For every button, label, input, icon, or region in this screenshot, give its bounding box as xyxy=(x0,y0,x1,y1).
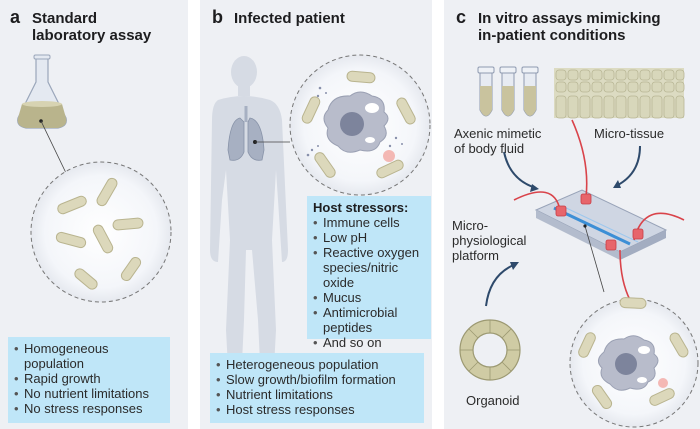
bacteria-group xyxy=(55,177,144,290)
list-item: And so on xyxy=(313,335,425,350)
panel-letter: a xyxy=(10,7,21,27)
flask-icon xyxy=(17,54,67,129)
list-item: Homogeneous population xyxy=(14,341,164,371)
organoid-icon xyxy=(459,319,521,381)
list-item: Mucus xyxy=(313,290,425,305)
damage-icon xyxy=(658,378,668,388)
arrow-head-icon xyxy=(613,180,621,188)
host-stressors-header: Host stressors: xyxy=(313,200,409,215)
panel-c-in-vitro-assays: c In vitro assays mimicking in-patient c… xyxy=(444,0,700,429)
panel-a-title: a Standard laboratory assay xyxy=(10,7,152,44)
panel-b-title: b Infected patient xyxy=(212,7,345,27)
list-item: Immune cells xyxy=(313,215,425,230)
list-item: Rapid growth xyxy=(14,371,164,386)
ports xyxy=(555,193,644,251)
damage-icon xyxy=(383,150,395,162)
bacteria-group xyxy=(301,70,416,179)
bacteria-group xyxy=(578,297,689,410)
arrow-head-icon xyxy=(530,184,539,192)
panel-b-illustration xyxy=(210,54,431,405)
list-item: No nutrient limitations xyxy=(14,386,164,401)
panel-a-illustration xyxy=(17,54,172,303)
list-item: Nutrient limitations xyxy=(216,387,418,402)
list-item: Low pH xyxy=(313,230,425,245)
organoid-label: Organoid xyxy=(466,393,520,408)
panel-letter: b xyxy=(212,7,223,27)
panel-c-title: c In vitro assays mimicking in-patient c… xyxy=(456,7,661,44)
list-item: No stress responses xyxy=(14,401,164,416)
micro-tissue-label: Micro-tissue xyxy=(594,126,665,141)
panel-b-characteristics: Heterogeneous population Slow growth/bio… xyxy=(210,353,424,423)
callout-line xyxy=(40,120,67,174)
arrow-head-icon xyxy=(510,262,519,270)
particles xyxy=(306,86,403,157)
lungs-icon xyxy=(227,106,265,161)
test-tubes-icon xyxy=(477,66,539,117)
panel-b-infected-patient: b Infected patient xyxy=(200,0,432,429)
list-item: Heterogeneous population xyxy=(216,357,418,372)
panel-letter: c xyxy=(456,7,467,27)
panel-a-characteristics: Homogeneous population Rapid growth No n… xyxy=(8,337,170,423)
host-stressors-box: Host stressors: Immune cells Low pH Reac… xyxy=(307,196,431,350)
list-item: Reactive oxygen species/nitric oxide xyxy=(313,245,425,290)
list-item: Slow growth/biofilm formation xyxy=(216,372,418,387)
microphysiological-chip-icon xyxy=(534,189,668,260)
human-silhouette-icon xyxy=(210,56,288,405)
platform-label: Micro-physiological platform xyxy=(452,218,527,263)
panel-c-illustration xyxy=(459,66,699,428)
macrophage-icon xyxy=(598,335,659,391)
list-item: Host stress responses xyxy=(216,402,418,417)
axenic-label: Axenic mimetic of body fluid xyxy=(454,126,542,156)
macrophage-icon xyxy=(323,91,389,153)
micro-tissue-icon xyxy=(554,68,685,119)
list-item: Antimicrobial peptides xyxy=(313,305,425,335)
callout-line xyxy=(584,225,605,293)
panel-a-standard-assay: a Standard laboratory assay xyxy=(0,0,188,429)
